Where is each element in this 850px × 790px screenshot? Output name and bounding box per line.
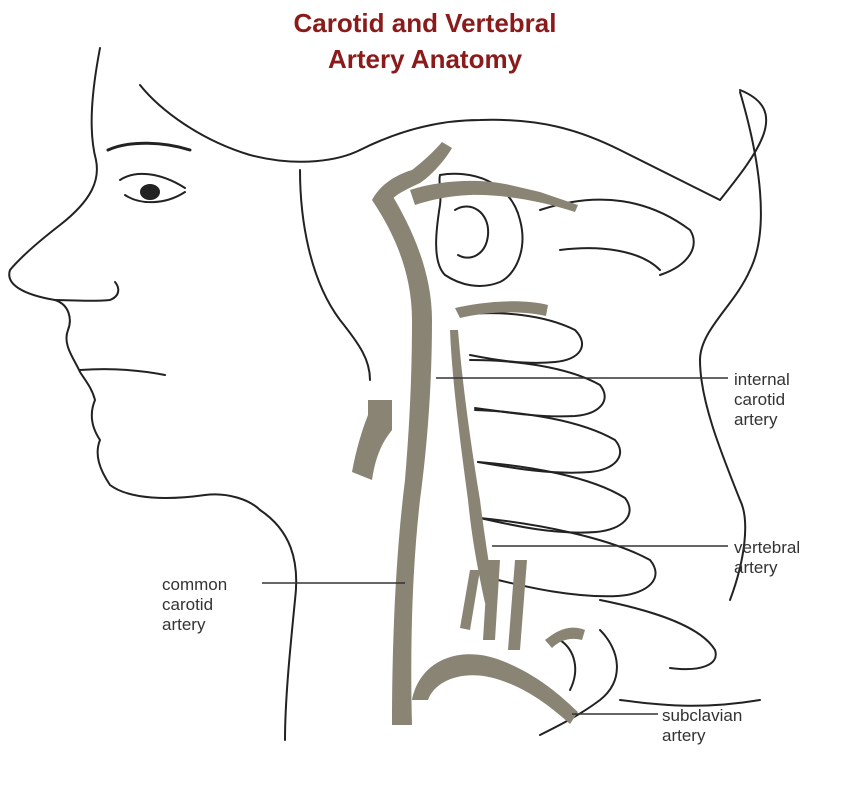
subclavian-artery-shape xyxy=(412,654,578,724)
external-carotid-artery-shape xyxy=(352,400,392,480)
leader-lines xyxy=(262,377,728,715)
vertebral-artery-shape xyxy=(450,330,495,603)
label-common-carotid-line-2: carotid xyxy=(162,595,214,614)
label-subclavian-artery: subclavian artery xyxy=(662,706,742,746)
diagram-title-line-1: Carotid and Vertebral xyxy=(293,8,557,38)
diagram-title-line-2: Artery Anatomy xyxy=(327,44,523,74)
common-carotid-artery-shape xyxy=(372,195,432,725)
label-common-carotid-line-1: common xyxy=(162,575,228,594)
label-vertebral-line-1: vertebral xyxy=(734,538,801,557)
head-outline xyxy=(8,47,768,741)
internal-carotid-curve-shape xyxy=(372,142,452,200)
label-internal-carotid-line-3: artery xyxy=(734,410,778,429)
label-subclavian-line-1: subclavian xyxy=(662,706,743,725)
label-common-carotid-line-3: artery xyxy=(162,615,206,634)
label-internal-carotid-line-2: carotid xyxy=(734,390,786,409)
label-vertebral-line-2: artery xyxy=(734,558,778,577)
label-vertebral-artery: vertebral artery xyxy=(734,538,800,578)
label-common-carotid-artery: common carotid artery xyxy=(162,575,227,635)
artery-system xyxy=(352,142,585,725)
label-internal-carotid-artery: internal carotid artery xyxy=(734,370,790,430)
label-internal-carotid-line-1: internal xyxy=(734,370,790,389)
label-subclavian-line-2: artery xyxy=(662,726,706,745)
